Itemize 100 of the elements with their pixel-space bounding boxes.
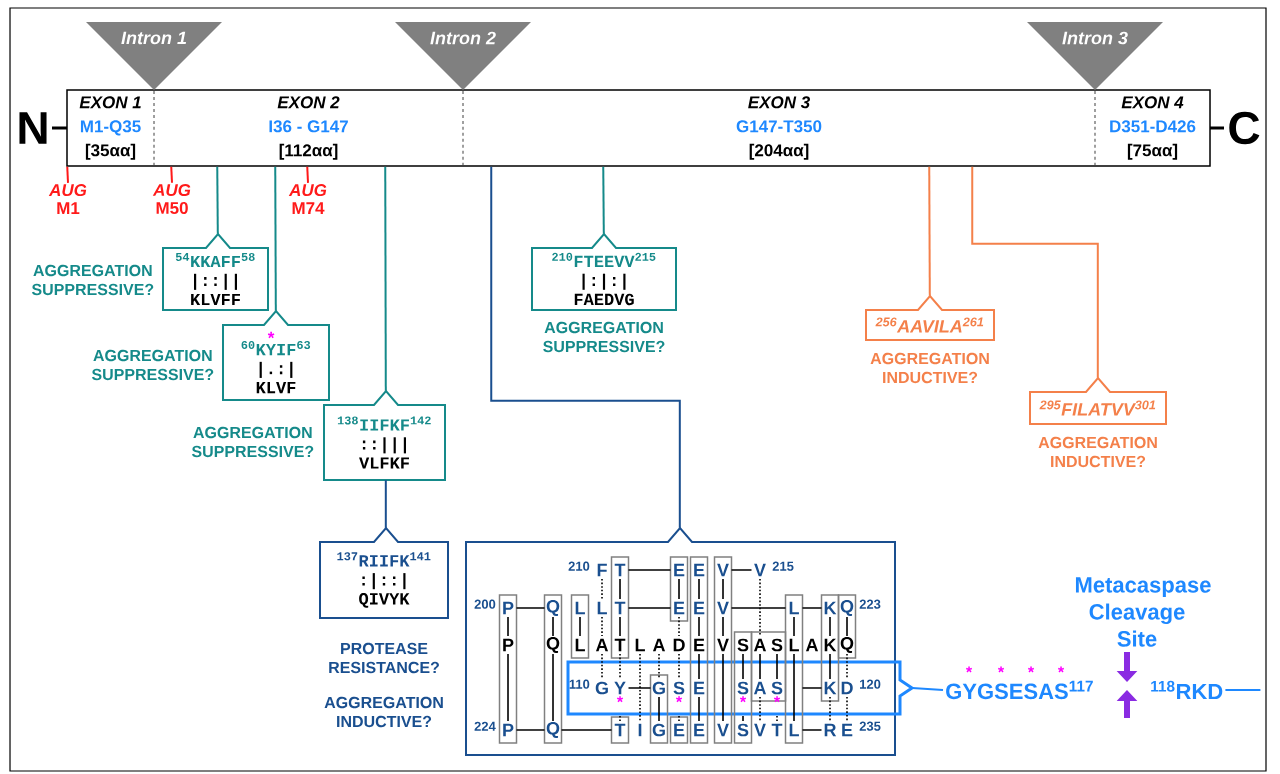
position-number: 200 [474,599,496,609]
residue-letter: Q [840,636,854,654]
residue-letter: E [842,723,853,737]
connector-line [274,165,277,312]
residue-letter: Y [614,681,626,695]
motif-box: $^{54}$KKAFF$^{58}$ |::|| KLVFF [162,232,269,311]
residue-letter: V [754,723,766,737]
residue-letter: L [635,638,645,652]
residue-letter: L [575,638,585,652]
motif-box: $^{256}$AAVILA$^{261}$ [865,294,995,341]
residue-letter: V [717,638,729,652]
motif-box: $^{137}$RIIFK$^{141}$ :|::| QIVYK [319,526,449,619]
residue-letter: E [674,723,685,737]
connector-line [384,165,387,392]
asterisk-mark: * [675,696,683,703]
residue-letter: T [614,638,626,652]
residue-letter: L [789,601,799,615]
residue-letter: K [824,681,837,695]
residue-letter: V [717,723,729,737]
residue-letter: E [694,638,705,652]
residue-letter: T [771,723,783,737]
motif-box: $^{138}$IIFKF$^{142}$ ::||| VLFKF [323,389,446,481]
residue-letter: Q [546,721,560,739]
residue-letter: D [673,638,685,652]
motif-box: $^{295}$FILATVV$^{301}$ [1029,376,1167,425]
position-number: 223 [859,599,881,609]
residue-letter: Q [840,599,854,617]
annotation-text: PROTEASE RESISTANCE? [329,642,439,674]
intron-triangle: Intron 1 [86,22,222,90]
residue-letter: G [595,681,608,695]
motif-box: * $^{60}$KYIF$^{63}$ |.:| KLVF [222,309,330,401]
residue-letter: P [503,601,514,615]
residue-letter: F [597,563,607,577]
connector-line [602,165,605,235]
connector-line [384,479,387,529]
site-title: Metacaspase Cleavage Site [1075,577,1211,647]
residue-letter: S [771,638,783,652]
connector-line [928,165,931,297]
asterisk-mark: * [1027,666,1035,673]
connector-line [216,165,219,235]
residue-letter: P [503,723,514,737]
annotation-text: AGGREGATION SUPPRESSIVE? [543,321,665,353]
residue-letter: E [674,601,685,615]
start-codon-label: AUG M74 [288,184,327,214]
sequence-text: GYGSESAS$^{117}$ [946,680,1093,700]
residue-letter: V [754,563,766,577]
residue-letter: A [805,638,819,652]
residue-letter: A [753,681,767,695]
annotation-text: AGGREGATION SUPPRESSIVE? [91,349,214,381]
residue-letter: K [824,601,837,615]
connector-line [971,165,1099,379]
intron-triangle: Intron 2 [395,22,531,90]
annotation-text: AGGREGATION INDUCTIVE? [324,696,443,728]
exon-label: EXON 1 M1-Q35 [35αα] [79,96,141,160]
residue-letter: E [694,601,705,615]
residue-letter: G [652,681,665,695]
residue-letter: T [614,601,626,615]
position-number: 110 [569,679,590,689]
residue-letter: L [789,723,799,737]
asterisk-mark: * [997,666,1005,673]
residue-letter: A [652,638,666,652]
connector-line [911,687,944,691]
residue-letter: L [575,601,585,615]
annotation-text: AGGREGATION INDUCTIVE? [1038,436,1157,468]
position-number: 224 [474,721,496,731]
terminus-label: C [1210,111,1260,145]
position-number: 120 [860,679,881,689]
residue-letter: I [638,723,642,737]
asterisk-mark: * [965,666,973,673]
terminus-label: N [19,112,67,144]
residue-letter: A [595,638,609,652]
residue-letter: Q [546,636,560,654]
connector-line [490,165,681,529]
residue-letter: E [674,563,685,577]
residue-letter: T [614,723,626,737]
residue-letter: E [694,681,705,695]
residue-letter: Q [546,599,560,617]
connector-line [306,165,309,184]
residue-letter: G [652,723,665,737]
residue-letter: D [841,681,853,695]
asterisk-mark: * [773,696,781,703]
residue-letter: L [789,638,799,652]
start-codon-label: AUG M50 [152,183,191,214]
start-codon-label: AUG M1 [48,184,87,214]
residue-letter: S [673,681,685,695]
asterisk-mark: * [616,696,624,703]
intron-triangle: Intron 3 [1027,22,1163,90]
residue-letter: E [694,563,705,577]
highlight-frame [566,660,915,716]
residue-letter: T [614,563,626,577]
position-number: 215 [772,561,794,571]
asterisk-mark: * [1057,666,1065,673]
residue-letter: S [737,638,749,652]
motif-box: $^{210}$FTEEVV$^{215}$ |:|:| FAEDVG [531,232,677,311]
connector-line [1224,689,1262,691]
residue-letter: K [824,638,837,652]
residue-letter: P [503,638,514,652]
residue-letter: R [824,723,837,737]
exon-label: EXON 4 D351-D426 [75αα] [1110,96,1196,160]
annotation-text: AGGREGATION SUPPRESSIVE? [31,264,154,296]
